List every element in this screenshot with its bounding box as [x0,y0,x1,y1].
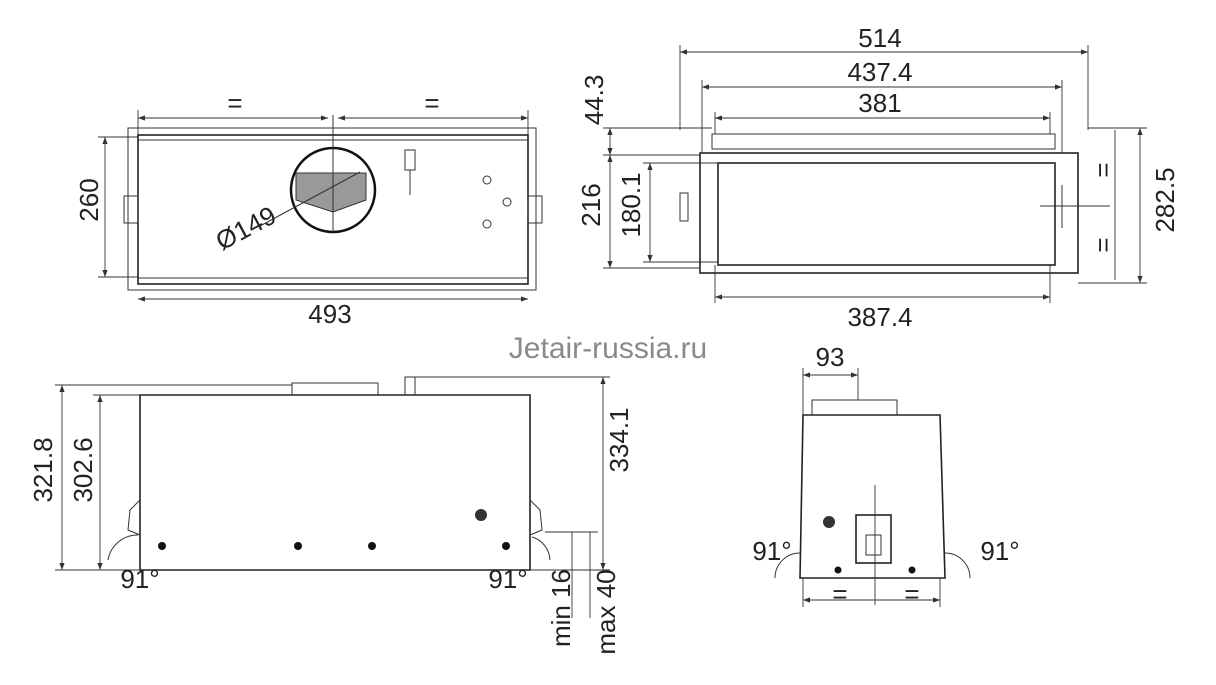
left-bracket [123,195,139,224]
glass-width-label: 387.4 [847,302,912,332]
equal-left-label: = [832,579,847,609]
outer-frame [127,127,537,291]
panel-width-label: 437.4 [847,57,912,87]
angle-left-label: 91° [120,564,159,594]
angle-right-label: 91° [488,564,527,594]
connector [404,376,416,396]
depth-label: 260 [74,178,104,221]
end-view: 93 91° 91° = = [752,342,1019,609]
width-label: 493 [308,299,351,329]
right-bracket [527,195,543,224]
min-label: min 16 [546,569,576,647]
max-label: max 40 [591,569,621,654]
fan-housing [811,399,898,416]
top-view: = = 260 493 Ø149 [74,88,543,329]
panel-outline [699,152,1079,274]
body-outline [139,394,531,571]
side-view: 321.8 302.6 334.1 91° 91° min 16 max 40 [28,376,634,655]
top-offset-label: 44.3 [579,75,609,126]
inner-width-label: 381 [858,88,901,118]
duct-diameter-label: Ø149 [211,200,281,256]
body-outline [799,414,946,579]
overall-height-label: 282.5 [1150,167,1180,232]
glass-panel [717,162,1056,266]
equal-top-label: = [1088,162,1118,177]
connector [404,149,416,171]
height-216-label: 216 [576,183,606,226]
height-180-label: 180.1 [616,172,646,237]
equal-left-label: = [227,88,242,118]
fan-icon [295,172,367,213]
offset-label: 93 [816,342,845,372]
fan-housing [291,382,379,396]
equal-right-label: = [904,579,919,609]
overall-width-label: 514 [858,23,901,53]
equal-bottom-label: = [1088,237,1118,252]
equal-right-label: = [424,88,439,118]
screw-icon [475,509,487,521]
angle-left-label: 91° [752,536,791,566]
height-334-label: 334.1 [604,407,634,472]
watermark: Jetair-russia.ru [509,332,707,365]
top-bar [711,133,1056,150]
screw-icon [823,516,835,528]
connector-box [855,514,892,564]
height-302-label: 302.6 [68,437,98,502]
height-321-label: 321.8 [28,437,58,502]
angle-right-label: 91° [980,536,1019,566]
front-view: 514 437.4 381 387.4 44.3 216 180.1 282.5… [576,23,1180,332]
